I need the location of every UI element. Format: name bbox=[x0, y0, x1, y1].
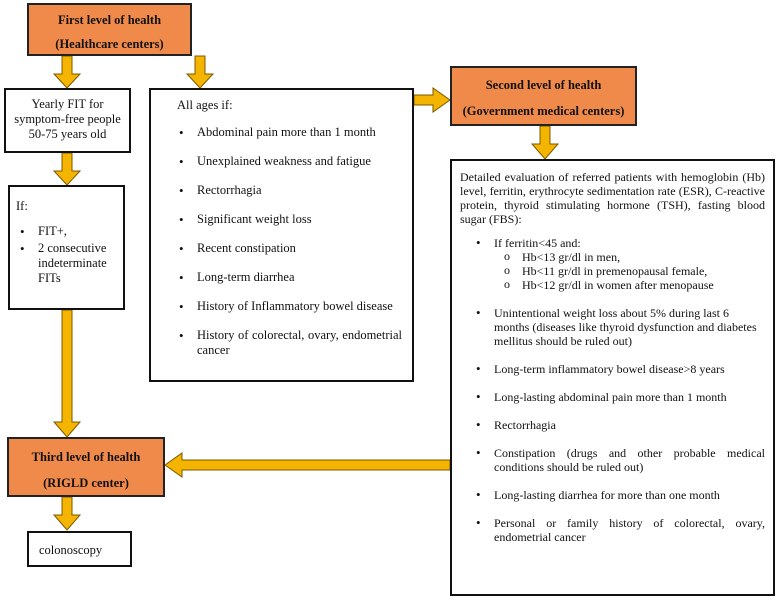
evaluation-box: Detailed evaluation of referred patients… bbox=[450, 159, 775, 596]
third-level-title: Third level of health bbox=[31, 450, 141, 464]
evaluation-intro: Detailed evaluation of referred patients… bbox=[460, 170, 765, 226]
if-heading: If: bbox=[16, 199, 28, 213]
if-item: 2 consecutive indeterminate FITs bbox=[16, 241, 117, 286]
hb-criterion: Hb<11 gr/dl in premenopausal female, bbox=[500, 263, 765, 278]
all-ages-item: Unexplained weakness and fatigue bbox=[175, 154, 402, 169]
third-level-box: Third level of health (RIGLD center) bbox=[7, 437, 165, 497]
evaluation-item: Personal or family history of colorectal… bbox=[472, 516, 765, 544]
third-level-subtitle: (RIGLD center) bbox=[43, 476, 129, 490]
arrow-ages-to-level2 bbox=[413, 87, 451, 113]
first-level-title: First level of health bbox=[57, 13, 162, 27]
arrow-if-to-level3 bbox=[52, 309, 82, 438]
hb-criterion: Hb<12 gr/dl in women after menopause bbox=[500, 277, 765, 292]
arrow-level1-to-ages bbox=[185, 55, 215, 89]
arrow-level3-to-colonoscopy bbox=[52, 496, 82, 531]
arrow-eval-to-level3 bbox=[164, 452, 451, 478]
evaluation-item: Long-lasting abdominal pain more than 1 … bbox=[472, 390, 765, 404]
second-level-title: Second level of health bbox=[485, 78, 602, 92]
fit-screening-box: Yearly FIT for symptom-free people 50-75… bbox=[4, 88, 131, 153]
evaluation-item: Unintentional weight loss about 5% durin… bbox=[472, 306, 765, 348]
second-level-subtitle: (Government medical centers) bbox=[462, 104, 625, 118]
evaluation-item: Constipation (drugs and other probable m… bbox=[472, 446, 765, 474]
all-ages-item: Long-term diarrhea bbox=[175, 270, 402, 285]
colonoscopy-text: colonoscopy bbox=[39, 543, 103, 557]
all-ages-item: Abdominal pain more than 1 month bbox=[175, 125, 402, 140]
if-box: If: FIT+, 2 consecutive indeterminate FI… bbox=[8, 185, 125, 310]
hb-criterion: Hb<13 gr/dl in men, bbox=[500, 249, 765, 264]
all-ages-item: Recent constipation bbox=[175, 241, 402, 256]
arrow-fit-to-if bbox=[52, 152, 82, 186]
arrow-level1-to-fit bbox=[52, 55, 82, 89]
colonoscopy-box: colonoscopy bbox=[27, 531, 132, 567]
first-level-subtitle: (Healthcare centers) bbox=[55, 37, 164, 51]
all-ages-item: History of Inflammatory bowel disease bbox=[175, 299, 402, 314]
arrow-level2-to-eval bbox=[530, 125, 560, 160]
second-level-box: Second level of health (Government medic… bbox=[450, 66, 637, 126]
evaluation-item: Long-lasting diarrhea for more than one … bbox=[472, 488, 765, 502]
evaluation-item: Rectorrhagia bbox=[472, 418, 765, 432]
all-ages-box: All ages if: Abdominal pain more than 1 … bbox=[149, 88, 414, 382]
ferritin-criterion: If ferritin<45 and: Hb<13 gr/dl in men, … bbox=[472, 236, 765, 292]
fit-screening-text: Yearly FIT for symptom-free people 50-75… bbox=[14, 97, 121, 141]
evaluation-item: Long-term inflammatory bowel disease>8 y… bbox=[472, 362, 765, 376]
all-ages-item: History of colorectal, ovary, endometria… bbox=[175, 328, 402, 358]
if-item: FIT+, bbox=[16, 224, 117, 239]
all-ages-item: Rectorrhagia bbox=[175, 183, 402, 198]
first-level-box: First level of health (Healthcare center… bbox=[27, 3, 192, 56]
all-ages-heading: All ages if: bbox=[177, 98, 233, 112]
ferritin-text: If ferritin<45 and: bbox=[494, 236, 581, 250]
all-ages-item: Significant weight loss bbox=[175, 212, 402, 227]
